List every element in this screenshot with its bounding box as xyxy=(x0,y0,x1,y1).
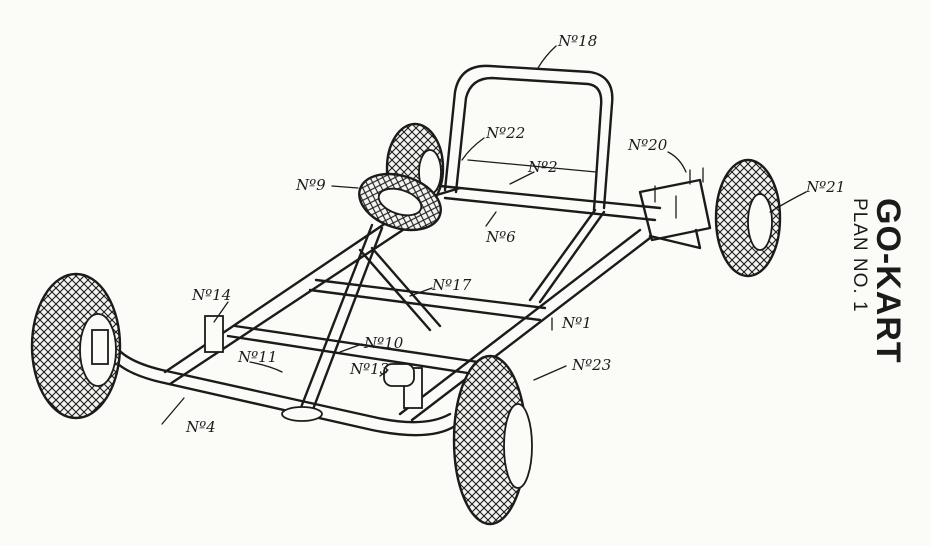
engine-mount xyxy=(638,167,712,250)
part-label-11: Nº11 xyxy=(237,348,277,366)
part-labels: Nº18 Nº22 Nº2 Nº20 Nº9 Nº21 Nº6 Nº14 Nº1… xyxy=(185,32,845,436)
plan-title: GO-KART xyxy=(869,198,907,364)
part-label-4: Nº4 xyxy=(185,418,216,436)
part-label-1: Nº1 xyxy=(561,314,592,332)
plan-number: PLAN NO. 1 xyxy=(849,198,870,313)
part-label-9: Nº9 xyxy=(295,176,326,194)
part-label-6: Nº6 xyxy=(485,228,516,246)
part-label-21: Nº21 xyxy=(805,178,845,196)
rear-right-wheel xyxy=(714,158,782,278)
part-label-18: Nº18 xyxy=(557,32,597,50)
part-label-23: Nº23 xyxy=(571,356,611,374)
part-label-2: Nº2 xyxy=(527,158,558,176)
steering-wheel xyxy=(358,172,442,232)
chassis-frame xyxy=(106,184,662,437)
part-label-13: Nº13 xyxy=(349,360,389,378)
callout-leaders xyxy=(161,45,807,425)
part-label-17: Nº17 xyxy=(431,276,472,294)
part-label-14: Nº14 xyxy=(191,286,231,304)
front-right-wheel xyxy=(452,354,533,526)
front-left-wheel xyxy=(30,272,122,420)
part-label-22: Nº22 xyxy=(485,124,525,142)
part-label-10: Nº10 xyxy=(363,334,404,352)
part-label-20: Nº20 xyxy=(627,136,668,154)
seat-back-frame xyxy=(443,64,614,212)
plan-title-block: GO-KART PLAN NO. 1 xyxy=(846,198,931,364)
